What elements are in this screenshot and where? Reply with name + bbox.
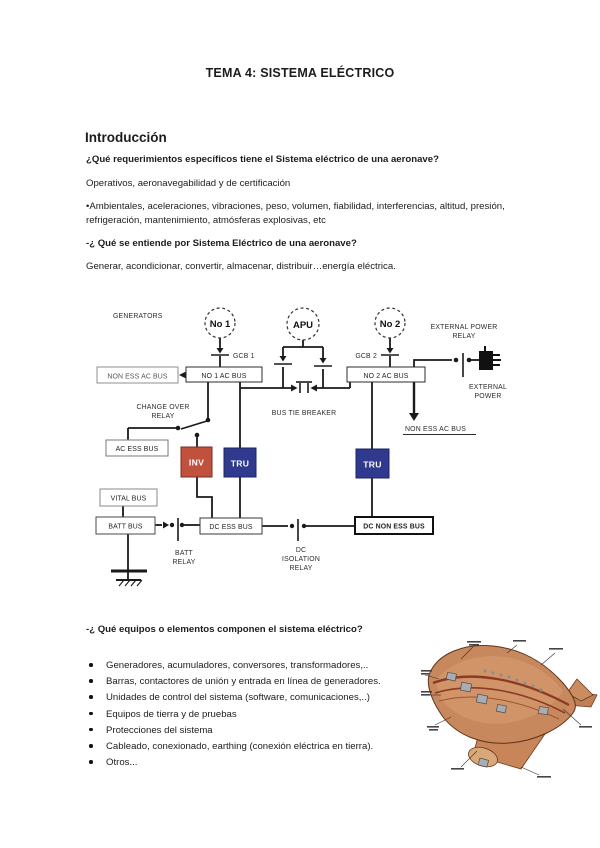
dc-non-ess-bus-label: DC NON ESS BUS <box>363 524 425 531</box>
bullet-icon <box>89 760 93 764</box>
inv-label: INV <box>189 458 204 468</box>
batt-bus-label: BATT BUS <box>108 524 143 531</box>
bullet-icon <box>89 727 93 732</box>
batt-relay-label-2: RELAY <box>172 559 195 566</box>
intro-question-2: -¿ Qué se entiende por Sistema Eléctrico… <box>86 238 357 249</box>
change-over-relay-label-2: RELAY <box>151 413 174 420</box>
intro-answer-1: Operativos, aeronavegabilidad y de certi… <box>86 178 291 189</box>
list-item-text: Generadores, acumuladores, conversores, … <box>106 660 369 671</box>
tru-unit-1 <box>223 447 257 478</box>
list-item: Barras, contactores de unión y entrada e… <box>88 675 428 691</box>
intro-answer-2: Generar, acondicionar, convertir, almace… <box>86 261 396 272</box>
tru1-label: TRU <box>231 459 250 469</box>
bullet-icon <box>89 743 93 748</box>
list-item-text: Cableado, conexionado, earthing (conexió… <box>106 740 374 752</box>
dc-isolation-relay-label-3: RELAY <box>289 565 312 572</box>
list-item-text: Unidades de control del sistema (softwar… <box>106 692 370 704</box>
dc-isolation-relay-label-1: DC <box>296 547 306 554</box>
gcb1-label: GCB 1 <box>233 353 255 360</box>
list-item: Generadores, acumuladores, conversores, … <box>88 659 428 675</box>
list-item: Otros... <box>88 756 428 772</box>
generator-circles <box>204 307 406 341</box>
equipment-question: -¿ Qué equipos o elementos componen el s… <box>86 624 363 635</box>
section-heading-introduccion: Introducción <box>85 130 167 145</box>
no1-ac-bus-label: NO 1 AC BUS <box>202 373 247 380</box>
intro-question-1: ¿Qué requerimientos específicos tiene el… <box>86 154 439 165</box>
list-item-text: Otros... <box>106 757 138 769</box>
list-item-text: Equipos de tierra y de pruebas <box>106 708 237 720</box>
bullet-icon <box>89 711 93 716</box>
page-title: TEMA 4: SISTEMA ELÉCTRICO <box>205 66 395 80</box>
change-over-relay-label-1: CHANGE OVER <box>136 404 189 411</box>
bullet-icon <box>89 695 93 699</box>
figure-callout-text-marks <box>421 640 592 778</box>
list-item: Equipos de tierra y de pruebas <box>88 708 428 724</box>
generators-label: GENERATORS <box>113 313 163 320</box>
external-power-relay-label-2: RELAY <box>452 333 475 340</box>
list-item: Protecciones del sistema <box>88 724 428 740</box>
non-ess-ac-bus-right-label: NON ESS AC BUS <box>405 426 466 433</box>
tru-unit-2 <box>355 448 390 479</box>
generator-2-label: No 2 <box>380 319 401 330</box>
external-power-plug-icon <box>479 346 501 370</box>
list-item-text: Protecciones del sistema <box>106 724 213 736</box>
gcb2-label: GCB 2 <box>355 353 377 360</box>
vital-bus-label: VITAL BUS <box>111 496 147 503</box>
intro-answer-1b: •Ambientales, aceleraciones, vibraciones… <box>86 201 505 226</box>
electrical-system-diagram: No 1 APU No 2 NON ESS AC BUS NO 1 AC BUS… <box>95 307 507 587</box>
external-power-label-2: POWER <box>474 393 501 400</box>
inverter-unit <box>180 446 213 478</box>
list-item: Unidades de control del sistema (softwar… <box>88 691 428 707</box>
non-ess-ac-bus-left-label: NON ESS AC BUS <box>107 374 168 381</box>
no2-ac-bus-label: NO 2 AC BUS <box>364 373 409 380</box>
ac-ess-bus-label: AC ESS BUS <box>116 446 159 453</box>
equipment-bullet-list: Generadores, acumuladores, conversores, … <box>88 659 428 772</box>
aircraft-cutaway-figure <box>421 640 598 778</box>
bullet-icon <box>89 679 93 683</box>
aircraft-body <box>427 644 598 770</box>
batt-relay-label-1: BATT <box>175 550 193 557</box>
bus-boxes <box>95 366 434 535</box>
dc-ess-bus-label: DC ESS BUS <box>209 524 252 531</box>
list-item-text: Barras, contactores de unión y entrada e… <box>106 676 381 688</box>
dc-isolation-relay-label-2: ISOLATION <box>282 556 320 563</box>
external-power-label-1: EXTERNAL <box>469 384 507 391</box>
generator-1-label: No 1 <box>210 319 231 330</box>
bullet-icon <box>89 663 93 667</box>
list-item: Cableado, conexionado, earthing (conexió… <box>88 740 428 756</box>
relay-breaker-symbols <box>111 348 472 587</box>
apu-label: APU <box>293 320 313 331</box>
tru2-label: TRU <box>363 460 382 470</box>
external-power-relay-label-1: EXTERNAL POWER <box>431 324 498 331</box>
bus-tie-breaker-label: BUS TIE BREAKER <box>272 410 337 417</box>
